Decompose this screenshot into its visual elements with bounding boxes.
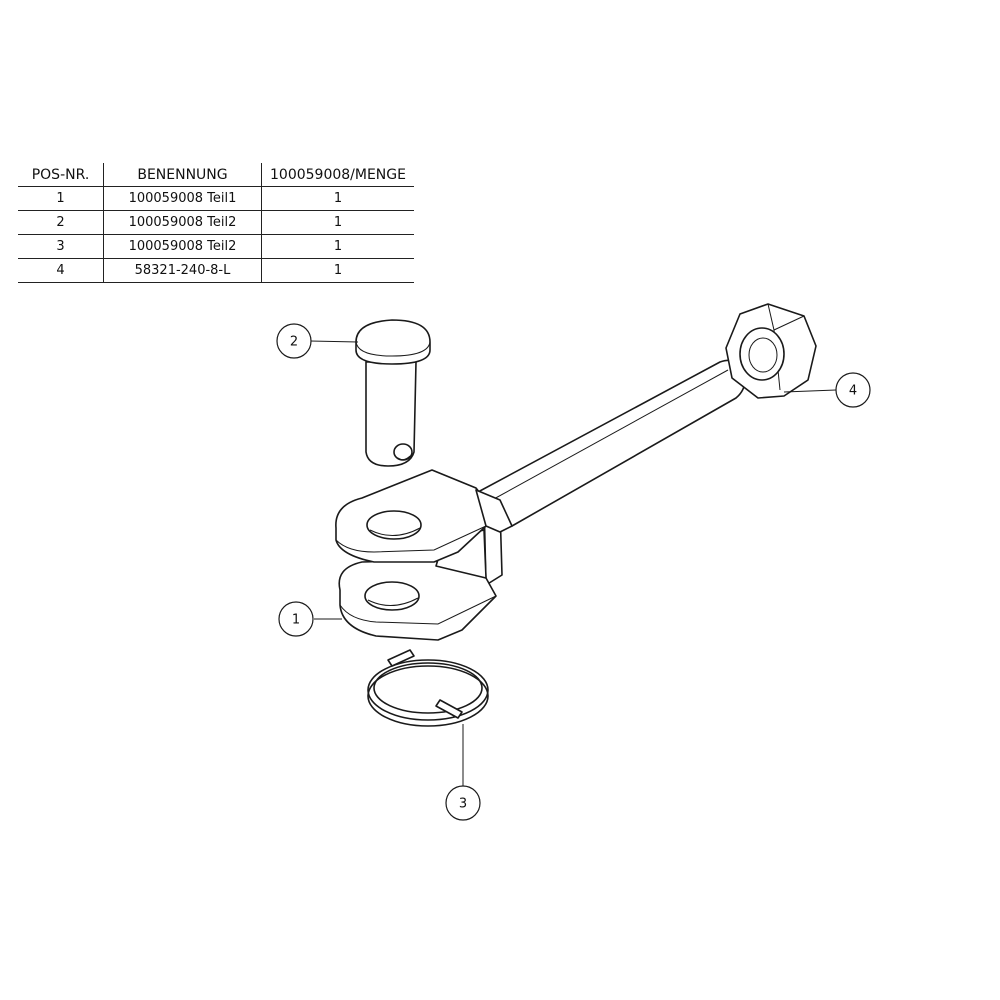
balloon-1: 1	[278, 601, 314, 637]
bill-of-materials-table: POS-NR. BENENNUNG 100059008/MENGE 1 1000…	[18, 163, 414, 283]
balloon-3-label: 3	[459, 797, 467, 812]
leader-line-2	[309, 340, 359, 343]
bom-cell-name: 100059008 Teil1	[103, 186, 262, 211]
bom-cell-pos: 2	[18, 210, 104, 235]
table-row: 4 58321-240-8-L 1	[18, 258, 414, 283]
bom-header-qty: 100059008/MENGE	[261, 163, 414, 187]
bom-cell-name: 100059008 Teil2	[103, 210, 262, 235]
table-row: 2 100059008 Teil2 1	[18, 210, 414, 235]
bom-cell-pos: 4	[18, 258, 104, 283]
bom-cell-qty: 1	[261, 258, 414, 283]
balloon-3: 3	[445, 785, 481, 821]
hex-nut	[725, 303, 817, 399]
bom-cell-qty: 1	[261, 234, 414, 259]
bom-header-name: BENENNUNG	[103, 163, 262, 187]
table-row: 3 100059008 Teil2 1	[18, 234, 414, 259]
balloon-4-label: 4	[849, 384, 857, 399]
bom-cell-name: 58321-240-8-L	[103, 258, 262, 283]
bom-cell-pos: 1	[18, 186, 104, 211]
rod-shaft	[477, 359, 746, 527]
bom-cell-qty: 1	[261, 210, 414, 235]
bom-cell-pos: 3	[18, 234, 104, 259]
balloon-1-label: 1	[292, 613, 300, 628]
leader-line-4	[783, 389, 837, 393]
balloon-4: 4	[835, 372, 871, 408]
bom-cell-qty: 1	[261, 186, 414, 211]
bom-cell-name: 100059008 Teil2	[103, 234, 262, 259]
spring-ring	[367, 649, 489, 727]
clevis-fork	[335, 469, 513, 641]
bom-header-row: POS-NR. BENENNUNG 100059008/MENGE	[18, 163, 414, 187]
balloon-2: 2	[276, 323, 312, 359]
balloon-2-label: 2	[290, 335, 298, 350]
clevis-pin	[355, 319, 431, 467]
table-row: 1 100059008 Teil1 1	[18, 186, 414, 211]
bom-header-pos: POS-NR.	[18, 163, 104, 187]
